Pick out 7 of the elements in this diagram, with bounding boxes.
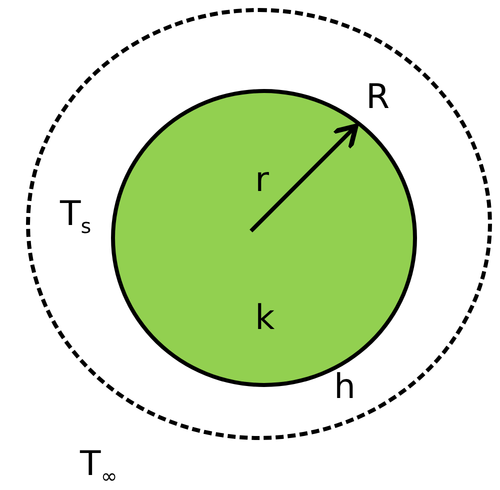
variable-label: k <box>255 301 275 335</box>
surface-temperature-label: T$_{s}$ <box>60 197 92 236</box>
convection-coefficient-label: h <box>334 370 356 404</box>
dashed-boundary-circle <box>26 8 492 440</box>
radius-label: R <box>366 80 390 114</box>
ambient-temperature-label: T$_{∞}$ <box>80 447 118 486</box>
radius-variable-label: r <box>255 163 269 197</box>
